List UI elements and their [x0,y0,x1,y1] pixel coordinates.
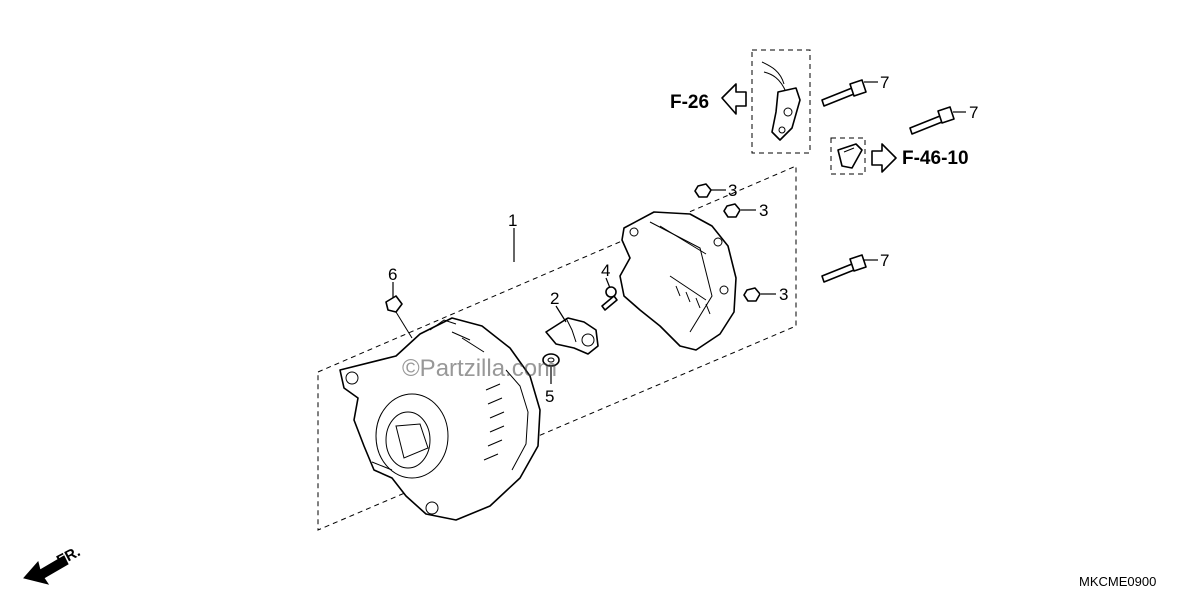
callout-1: 1 [508,211,517,230]
callout-3b: 3 [759,201,768,220]
callout-7b: 7 [969,103,978,122]
callout-6: 6 [388,265,397,284]
callout-5: 5 [545,387,554,406]
callout-7c: 7 [880,251,889,270]
reference-box-f46 [830,137,866,175]
harness-bracket-part [761,61,801,141]
screw-4 [601,286,618,311]
bolt-7a [821,79,867,107]
callout-4: 4 [601,261,610,280]
reference-arrow-right-icon [871,143,897,173]
nut-3a [694,183,712,198]
callout-2: 2 [550,289,559,308]
nut-3c [743,287,761,302]
reference-label-f46: F-46-10 [902,148,969,169]
reference-arrow-left-icon [721,83,747,115]
callout-3a: 3 [728,181,737,200]
bolt-7c [821,254,867,283]
callout-7a: 7 [880,73,889,92]
nut-5 [542,353,560,367]
reference-label-f26: F-26 [670,92,709,113]
diagram-code: MKCME0900 [1079,574,1156,589]
clip-part [837,143,863,169]
bolt-7b [909,106,955,135]
front-direction-arrow-icon [23,555,69,585]
terminal-6 [385,295,413,339]
rear-cover-part [619,211,737,351]
regulator-part [545,317,599,355]
watermark: ©Partzilla.com [402,355,557,382]
reference-box-f26 [751,49,811,154]
callout-3c: 3 [779,285,788,304]
alternator-body [339,317,541,521]
nut-3b [723,203,741,218]
leader-lines [392,81,966,384]
